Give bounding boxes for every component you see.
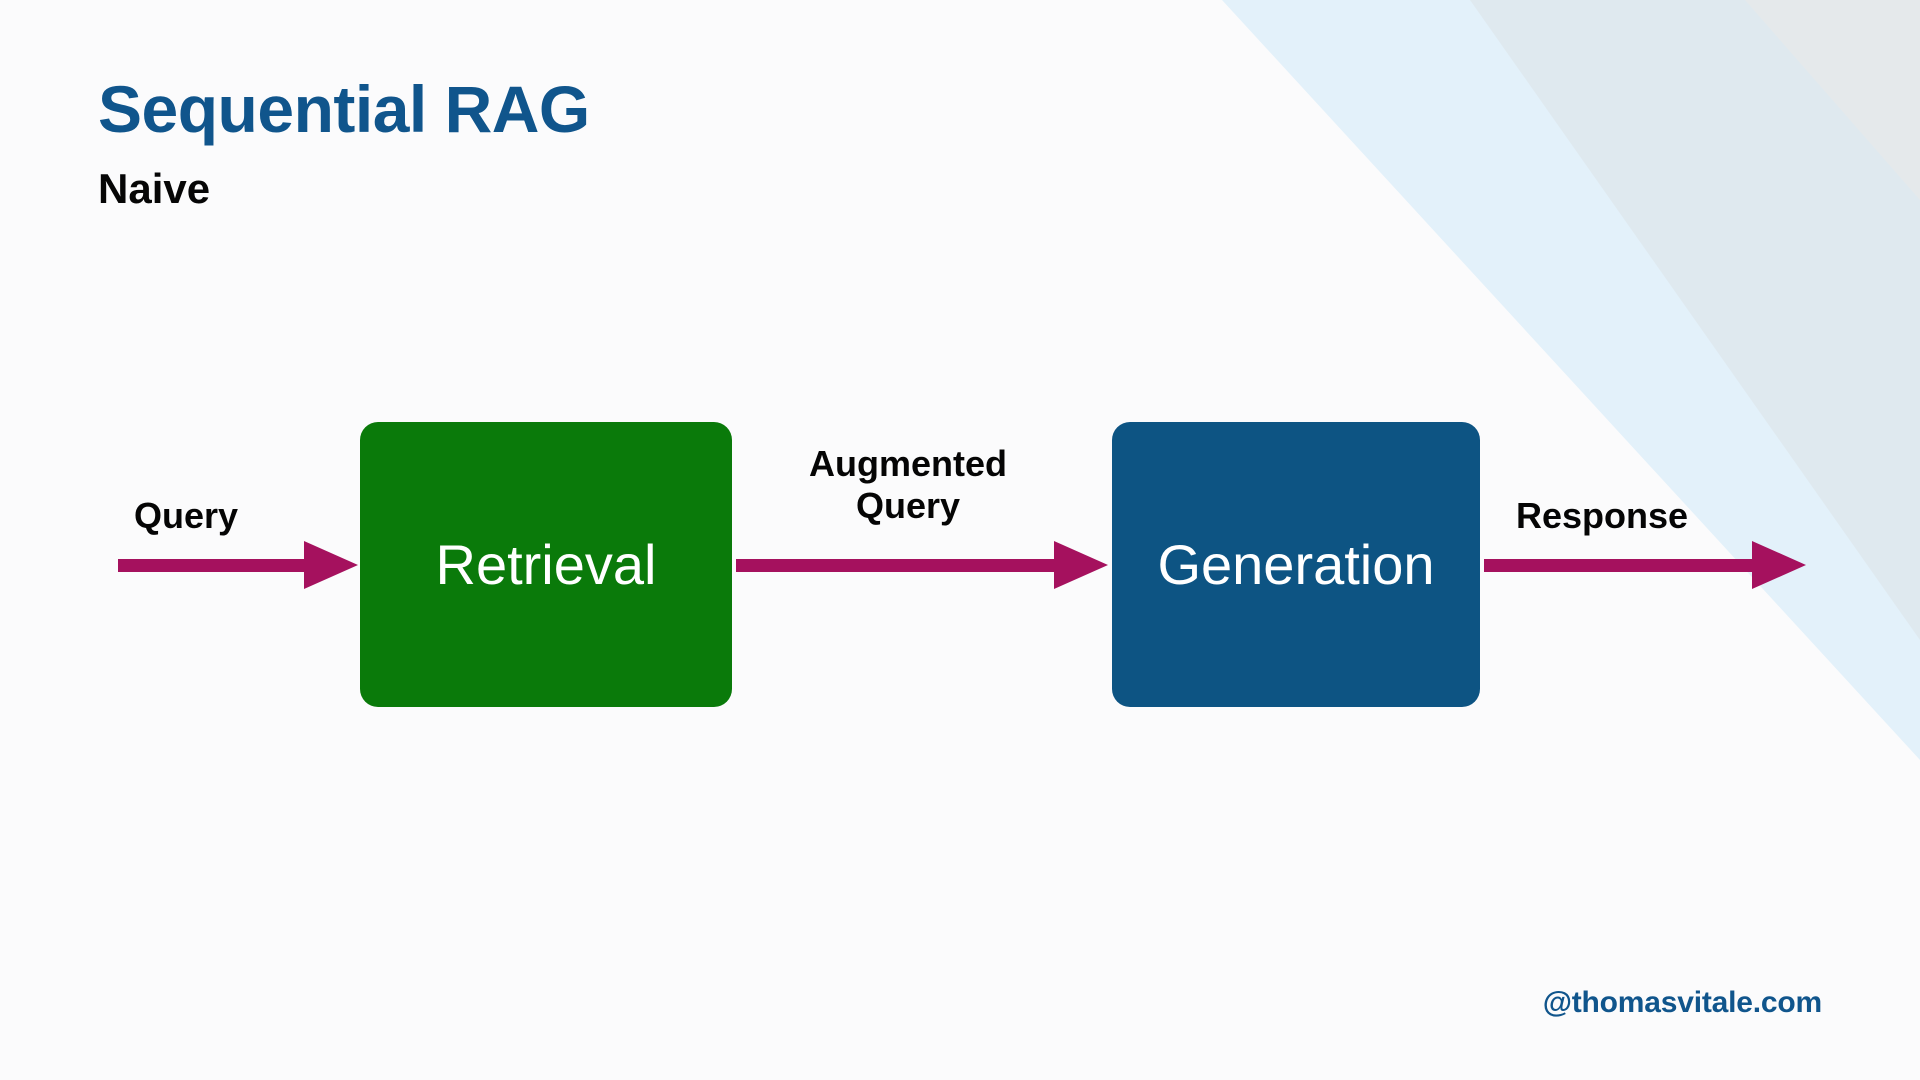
footer-attribution[interactable]: @thomasvitale.com bbox=[1542, 986, 1822, 1019]
edge-label-augmented-query: Augmented Query bbox=[758, 443, 1058, 528]
node-retrieval-label: Retrieval bbox=[435, 533, 657, 596]
slide-header: Sequential RAG Naive bbox=[98, 76, 590, 210]
arrow-retrieval-to-generation bbox=[736, 533, 1108, 597]
edge-label-response: Response bbox=[1516, 495, 1689, 536]
page-subtitle: Naive bbox=[98, 165, 211, 212]
node-generation-label: Generation bbox=[1157, 533, 1435, 596]
arrow-query-to-retrieval bbox=[118, 533, 358, 597]
edge-label-augmented-query-line2: Query bbox=[855, 485, 961, 527]
edge-label-augmented-query-line1: Augmented bbox=[809, 443, 1007, 484]
node-generation[interactable]: Generation bbox=[1112, 422, 1480, 707]
page-title: Sequential RAG bbox=[98, 72, 590, 146]
arrow-generation-to-response bbox=[1484, 533, 1806, 597]
node-retrieval[interactable]: Retrieval bbox=[360, 422, 732, 707]
edge-label-query: Query bbox=[134, 495, 239, 536]
